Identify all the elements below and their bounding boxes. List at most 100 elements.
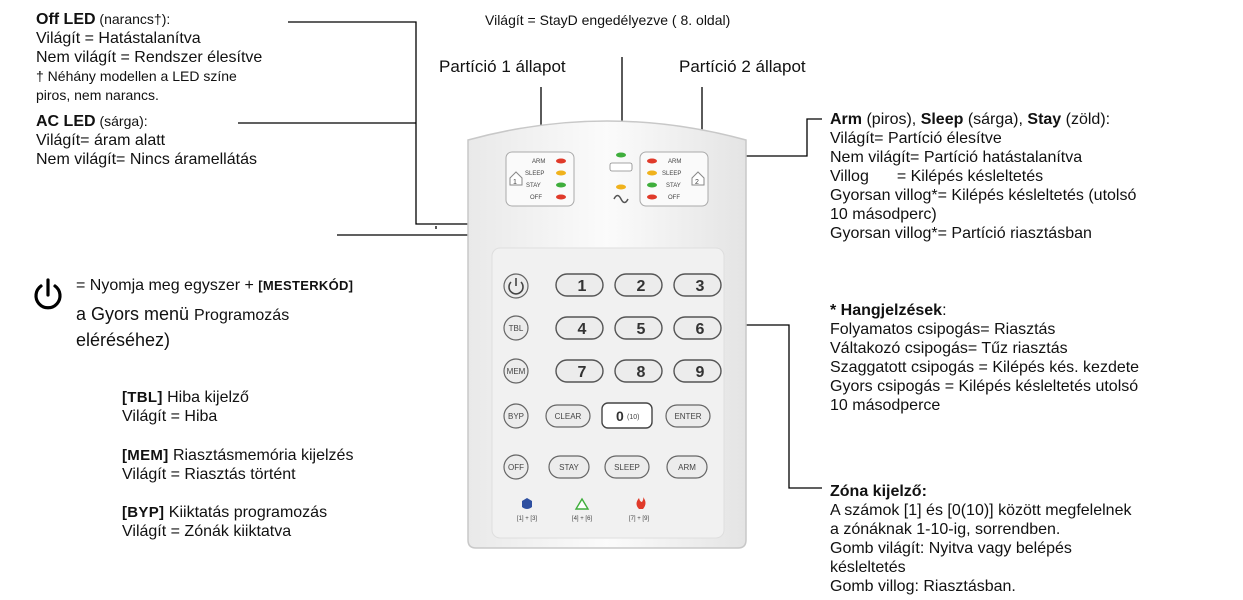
led-label-sleep-1: SLEEP — [525, 171, 544, 177]
tbl-button[interactable] — [503, 315, 529, 341]
arm-leader — [727, 118, 822, 157]
arm-block: Arm (piros), Sleep (sárga), Stay (zöld):… — [830, 110, 1136, 243]
sounds-line3: Szaggatott csipogás = Kilépés kés. kezde… — [830, 359, 1140, 376]
off-button-label: OFF — [508, 463, 524, 472]
panic-label-1: [1] + [3] — [517, 516, 538, 522]
key-6[interactable] — [673, 316, 722, 340]
stayd-icon — [609, 162, 633, 172]
arming-row: OFF STAY SLEEP ARM — [503, 454, 708, 480]
stay-button[interactable] — [548, 455, 590, 479]
mem-button[interactable] — [503, 358, 529, 384]
key-4[interactable] — [555, 316, 604, 340]
led-label-arm-2: ARM — [668, 159, 681, 165]
key-8[interactable] — [614, 359, 663, 383]
mem-button-label: MEM — [507, 367, 526, 376]
partition2-label: Partíció 2 állapot — [679, 57, 806, 76]
power-line3: eléréséhez) — [76, 330, 171, 350]
partition2-led-panel: ARM SLEEP STAY OFF 2 — [639, 151, 709, 207]
ac-icon — [613, 194, 629, 204]
key-2[interactable] — [614, 273, 663, 297]
key-4-label: 4 — [578, 321, 587, 338]
zone-title: Zóna kijelző: — [830, 483, 927, 500]
mem-key: [MEM] — [122, 447, 169, 464]
mem-block: [MEM] Riasztásmemória kijelzés Világít =… — [122, 446, 353, 484]
partition1-label: Partíció 1 állapot — [439, 57, 566, 76]
enter-label: ENTER — [674, 412, 701, 421]
partition-mark-2: 2 — [695, 179, 699, 186]
arm-note: (piros), — [862, 111, 921, 128]
left-buttons: TBL MEM BYP — [503, 273, 529, 429]
led-arm-2 — [647, 158, 657, 164]
clear-button[interactable] — [545, 404, 591, 428]
sleep-title: Sleep — [920, 111, 964, 128]
power-block-2: a Gyors menü Programozás eléréséhez) — [76, 302, 289, 352]
tbl-desc: Hiba kijelző — [162, 389, 249, 406]
partition-mark-1: 1 — [513, 179, 517, 186]
off-button[interactable] — [503, 454, 529, 480]
sounds-block: * Hangjelzések: Folyamatos csipogás= Ria… — [830, 301, 1139, 415]
led-label-arm-1: ARM — [532, 159, 545, 165]
ac-led-line1: Világít= áram alatt — [36, 132, 166, 149]
arm-line3a: Villog — [830, 168, 869, 185]
arm-line5: 10 másodperc) — [830, 206, 937, 223]
arm-button[interactable] — [666, 455, 708, 479]
tbl-key: [TBL] — [122, 389, 163, 406]
arm-line6: Gyorsan villog*= Partíció riasztásban — [830, 225, 1092, 242]
panic-row: [1] + [3] [4] + [6] [7] + [9] — [517, 497, 650, 522]
arm-line1: Világít= Partíció élesítve — [830, 130, 1002, 147]
zone-leader — [735, 324, 822, 489]
key-3[interactable] — [673, 273, 722, 297]
mem-desc: Riasztásmemória kijelzés — [168, 447, 354, 464]
zone-line2: a zónáknak 1-10-ig, sorrendben. — [830, 521, 1061, 538]
function-row: CLEAR 0 (10) ENTER — [545, 402, 711, 429]
stay-button-label: STAY — [559, 463, 579, 472]
ac-led-line2: Nem világít= Nincs áramellátás — [36, 151, 257, 168]
ac-led-note: (sárga): — [95, 113, 148, 129]
key-7[interactable] — [555, 359, 604, 383]
power-line2a: a Gyors menü — [76, 304, 195, 324]
key-6-label: 6 — [696, 321, 705, 338]
led-sleep-1 — [556, 170, 566, 176]
led-label-off-2: OFF — [668, 195, 680, 201]
stayd-label: Világít = StayD engedélyezve ( 8. oldal) — [485, 12, 731, 28]
off-led-line2: Nem világít = Rendszer élesítve — [36, 49, 263, 66]
sleep-note: (sárga), — [963, 111, 1028, 128]
zero-label: 0 — [616, 408, 624, 424]
power-code: [MESTERKÓD] — [258, 278, 354, 293]
off-led-note: (narancs†): — [95, 11, 171, 27]
power-icon — [34, 278, 62, 310]
house-icon-2 — [691, 171, 705, 186]
keypad-illustration: ARM SLEEP STAY OFF 1 ARM SLEEP STAY OFF … — [467, 120, 747, 549]
byp-button-label: BYP — [508, 412, 524, 421]
byp-line2: Világít = Zónák kiiktatva — [122, 523, 292, 540]
sounds-colon: : — [942, 302, 947, 319]
mem-line2: Világít = Riasztás történt — [122, 466, 296, 483]
byp-key: [BYP] — [122, 504, 165, 521]
off-led-title: Off LED — [36, 11, 96, 28]
key-9[interactable] — [673, 359, 722, 383]
key-1[interactable] — [555, 273, 604, 297]
arm-line3b: = Kilépés késleltetés — [896, 168, 1044, 185]
sounds-title: * Hangjelzések — [830, 302, 943, 319]
arm-line4: Gyorsan villog*= Kilépés késleltetés (ut… — [830, 187, 1137, 204]
key-5-label: 5 — [637, 321, 646, 338]
stay-note: (zöld): — [1061, 111, 1111, 128]
key-7-label: 7 — [578, 364, 587, 381]
zone-line4: késleltetés — [830, 559, 906, 576]
led-off-2 — [647, 194, 657, 200]
key-3-label: 3 — [696, 278, 705, 295]
byp-button[interactable] — [503, 403, 529, 429]
key-9-label: 9 — [696, 364, 705, 381]
zone-block: Zóna kijelző: A számok [1] és [0(10)] kö… — [830, 482, 1131, 596]
zone-line1: A számok [1] és [0(10)] között megfeleln… — [830, 502, 1132, 519]
tbl-line2: Világít = Hiba — [122, 408, 218, 425]
panic-label-3: [7] + [9] — [629, 516, 650, 522]
ac-led-block: AC LED (sárga): Világít= áram alatt Nem … — [36, 112, 257, 169]
byp-desc: Kiiktatás programozás — [164, 504, 328, 521]
led-stay-2 — [647, 182, 657, 188]
zero-sub-label: (10) — [627, 414, 639, 421]
enter-button[interactable] — [665, 404, 711, 428]
sleep-button[interactable] — [604, 455, 650, 479]
key-5[interactable] — [614, 316, 663, 340]
zero-button[interactable] — [601, 402, 653, 429]
